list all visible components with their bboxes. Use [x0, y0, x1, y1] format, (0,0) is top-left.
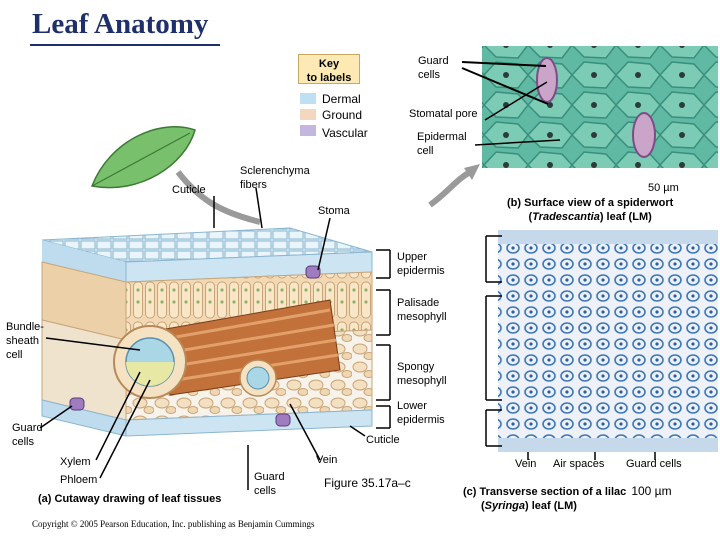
label-guard-cells-bottom-line2: cells	[254, 485, 277, 497]
key-heading: Key to labels	[298, 54, 360, 84]
label-vein: Vein	[316, 454, 338, 466]
label-palisade-mesophyll: Palisade mesophyll	[397, 296, 447, 324]
label-guard-cells-bottom: Guard cells	[254, 470, 285, 498]
caption-c-scale: 100 µm	[631, 484, 672, 498]
label-cuticle-bottom: Cuticle	[366, 434, 400, 446]
caption-b-line2-italic: Tradescantia	[532, 211, 600, 223]
label-palisade-line2: mesophyll	[397, 311, 447, 323]
caption-c-line2-italic: Syringa	[484, 500, 526, 512]
label-cuticle-top: Cuticle	[172, 184, 206, 196]
label-air-spaces: Air spaces	[553, 458, 605, 470]
label-stoma: Stoma	[318, 205, 350, 217]
label-lower-epidermis-line2: epidermis	[397, 414, 445, 426]
key-label-ground: Ground	[322, 108, 363, 122]
caption-c-line2-post: ) leaf (LM)	[525, 500, 577, 512]
label-phloem: Phloem	[60, 474, 98, 486]
caption-c-line2: (Syringa) leaf (LM)	[463, 499, 672, 513]
label-palisade-line1: Palisade	[397, 297, 440, 309]
label-spongy-line2: mesophyll	[397, 375, 447, 387]
title-underline	[30, 44, 220, 46]
caption-a: (a) Cutaway drawing of leaf tissues	[38, 493, 222, 505]
key-swatch-dermal	[300, 93, 316, 104]
copyright-notice: Copyright © 2005 Pearson Education, Inc.…	[32, 519, 315, 529]
label-upper-epidermis: Upper epidermis	[397, 250, 445, 278]
label-xylem: Xylem	[60, 456, 91, 468]
page-title: Leaf Anatomy	[32, 8, 209, 40]
caption-c-line1: (c) Transverse section of a lilac 100 µm	[463, 484, 672, 499]
label-sclerenchyma-line1: Sclerenchyma	[240, 165, 310, 177]
label-spongy-mesophyll: Spongy mesophyll	[397, 360, 447, 388]
label-epidermal-cell-line1: Epidermal	[417, 131, 467, 143]
label-guard-cells-left: Guard cells	[12, 421, 43, 449]
label-guard-cells-bottom-line1: Guard	[254, 471, 285, 483]
key-label-dermal: Dermal	[322, 92, 361, 106]
label-lower-epidermis: Lower epidermis	[397, 399, 445, 427]
caption-c: (c) Transverse section of a lilac 100 µm…	[463, 484, 672, 513]
caption-b-scale: 50 µm	[648, 182, 679, 194]
label-stomatal-pore: Stomatal pore	[409, 108, 478, 120]
label-guard-cells-top-line2: cells	[418, 69, 441, 81]
figure-number: Figure 35.17a–c	[324, 476, 411, 490]
label-guard-cells-c: Guard cells	[626, 458, 682, 470]
caption-b-line2-post: ) leaf (LM)	[599, 211, 652, 223]
label-guard-cells-left-line1: Guard	[12, 422, 43, 434]
label-lower-epidermis-line1: Lower	[397, 400, 427, 412]
caption-c-line2-pre: (	[481, 500, 485, 512]
label-epidermal-cell-line2: cell	[417, 145, 434, 157]
label-sclerenchyma-fibers: Sclerenchyma fibers	[240, 164, 310, 192]
label-guard-cells-top-line1: Guard	[418, 55, 449, 67]
caption-b: (b) Surface view of a spiderwort (Trades…	[507, 196, 673, 224]
label-upper-epidermis-line1: Upper	[397, 251, 427, 263]
key-label-vascular: Vascular	[322, 126, 368, 140]
label-guard-cells-top: Guard cells	[418, 54, 449, 82]
label-sclerenchyma-line2: fibers	[240, 179, 267, 191]
caption-b-line2-pre: (	[528, 211, 533, 223]
label-bundle-sheath-cell: Bundle- sheath cell	[6, 320, 44, 362]
label-upper-epidermis-line2: epidermis	[397, 265, 445, 277]
key-swatch-vascular	[300, 125, 316, 136]
key-heading-line2: to labels	[306, 72, 352, 84]
caption-b-line2: (Tradescantia) leaf (LM)	[507, 210, 673, 224]
label-vein-c: Vein	[515, 458, 537, 470]
caption-c-line1-text: (c) Transverse section of a lilac	[463, 486, 627, 498]
key-heading-line1: Key	[318, 58, 340, 70]
key-swatch-ground	[300, 109, 316, 120]
label-bundle-sheath-line1: Bundle-	[6, 321, 44, 333]
label-epidermal-cell: Epidermal cell	[417, 130, 467, 158]
label-spongy-line1: Spongy	[397, 361, 435, 373]
label-bundle-sheath-line2: sheath	[6, 335, 40, 347]
label-guard-cells-left-line2: cells	[12, 436, 35, 448]
label-bundle-sheath-line3: cell	[6, 349, 23, 361]
caption-b-line1: (b) Surface view of a spiderwort	[507, 197, 674, 209]
